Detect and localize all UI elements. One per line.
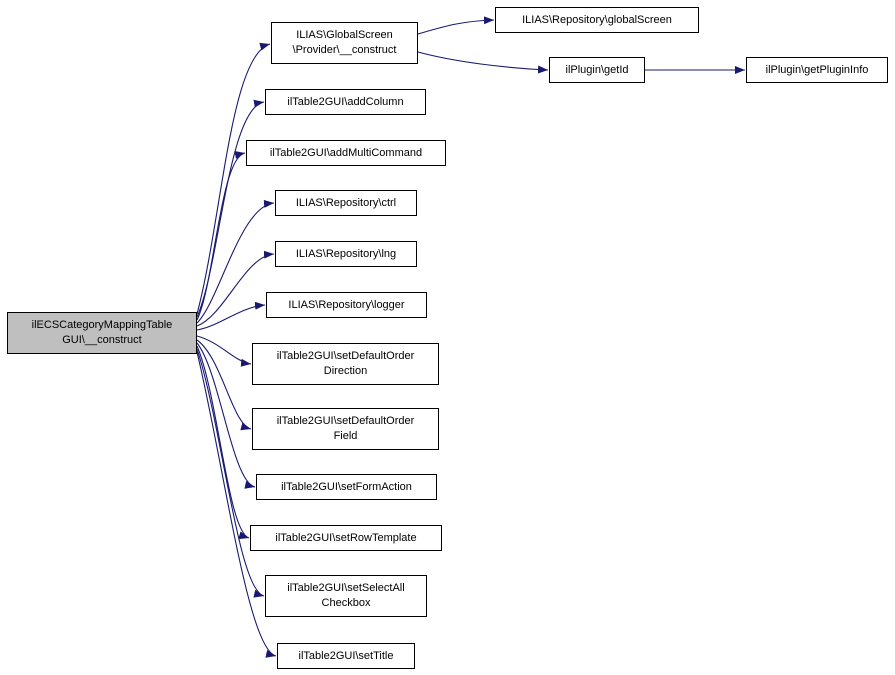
edge-root-to-setselectallcheckbox bbox=[196, 348, 265, 598]
edge-root-to-provider-construct bbox=[196, 42, 271, 315]
node-globalscreen-provider-construct[interactable]: ILIAS\GlobalScreen \Provider\__construct bbox=[271, 22, 418, 64]
edge-root-to-lng bbox=[196, 250, 275, 327]
edge-root-to-ctrl bbox=[196, 199, 275, 324]
node-repository-lng[interactable]: ILIAS\Repository\lng bbox=[275, 241, 417, 267]
edge-root-to-logger bbox=[196, 301, 266, 331]
node-iltable2gui-setselectallcheckbox[interactable]: ilTable2GUI\setSelectAll Checkbox bbox=[265, 575, 427, 617]
node-repository-globalscreen[interactable]: ILIAS\Repository\globalScreen bbox=[495, 7, 699, 33]
edge-root-to-addmulticommand bbox=[196, 151, 246, 321]
edge-root-to-settitle bbox=[196, 351, 277, 658]
node-repository-logger[interactable]: ILIAS\Repository\logger bbox=[266, 292, 427, 318]
node-ilecscategorymappingtablegui-construct: ilECSCategoryMappingTable GUI\__construc… bbox=[7, 312, 197, 354]
node-iltable2gui-setdefaultorderfield[interactable]: ilTable2GUI\setDefaultOrder Field bbox=[252, 408, 439, 450]
edge-provider-to-getid bbox=[417, 51, 549, 74]
node-iltable2gui-setdefaultorderdirection[interactable]: ilTable2GUI\setDefaultOrder Direction bbox=[252, 343, 439, 385]
edge-root-to-setrowtemplate bbox=[196, 345, 250, 540]
edge-root-to-setdefaultorderdirection bbox=[196, 335, 252, 367]
node-iltable2gui-addcolumn[interactable]: ilTable2GUI\addColumn bbox=[265, 89, 426, 115]
node-iltable2gui-addmulticommand[interactable]: ilTable2GUI\addMultiCommand bbox=[246, 140, 446, 166]
node-ilplugin-getplugininfo[interactable]: ilPlugin\getPluginInfo bbox=[746, 57, 888, 83]
node-iltable2gui-settitle[interactable]: ilTable2GUI\setTitle bbox=[277, 643, 415, 669]
node-repository-ctrl[interactable]: ILIAS\Repository\ctrl bbox=[275, 190, 417, 216]
node-iltable2gui-setformaction[interactable]: ilTable2GUI\setFormAction bbox=[256, 474, 437, 500]
edge-root-to-setdefaultorderfield bbox=[196, 339, 252, 431]
node-iltable2gui-setrowtemplate[interactable]: ilTable2GUI\setRowTemplate bbox=[250, 525, 442, 551]
edge-provider-to-globalscreen bbox=[417, 16, 495, 35]
edge-root-to-setformaction bbox=[196, 342, 256, 489]
node-ilplugin-getid[interactable]: ilPlugin\getId bbox=[549, 57, 645, 83]
